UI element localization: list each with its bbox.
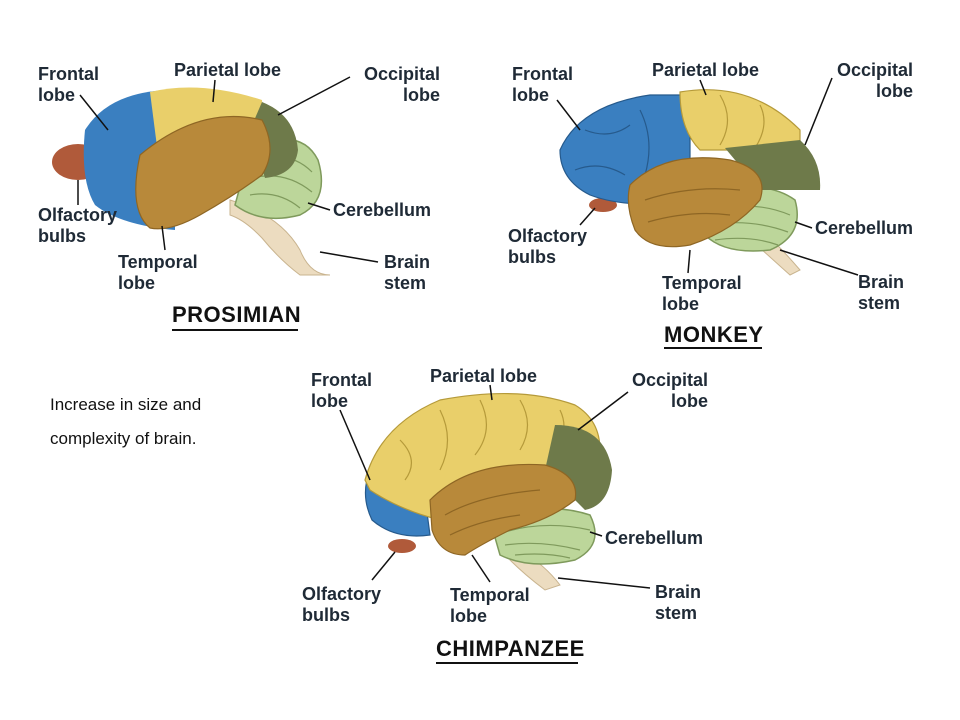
monkey-label-parietal-lobe: Parietal lobe bbox=[652, 60, 760, 80]
monkey-title: MONKEY bbox=[664, 322, 764, 347]
chimpanzee-title: CHIMPANZEE bbox=[436, 636, 585, 661]
prosimian-title: PROSIMIAN bbox=[172, 302, 302, 327]
prosimian-label-cerebellum: Cerebellum bbox=[333, 200, 432, 220]
prosimian-temporal-shape bbox=[135, 115, 271, 230]
chimpanzee-label-brain-stem: Brain stem bbox=[655, 582, 702, 623]
prosimian-stem-shape bbox=[229, 199, 331, 276]
prosimian-title-underline bbox=[172, 329, 298, 331]
chimpanzee-label-frontal-lobe: Frontal lobe bbox=[311, 370, 372, 411]
prosimian-label-olfactory-bulbs: Olfactory bulbs bbox=[38, 205, 118, 246]
chimpanzee-label-parietal-lobe: Parietal lobe bbox=[430, 366, 538, 386]
chimpanzee-label-temporal-lobe: Temporal lobe bbox=[450, 585, 530, 626]
caption-line-1: Increase in size and bbox=[50, 395, 202, 414]
prosimian-label-parietal-lobe: Parietal lobe bbox=[174, 60, 282, 80]
prosimian-label-temporal-lobe: Temporal lobe bbox=[118, 252, 198, 293]
monkey-label-occipital-lobe: Occipital lobe bbox=[836, 60, 913, 101]
monkey-label-frontal-lobe: Frontal lobe bbox=[512, 64, 573, 105]
chimpanzee-label-occipital-lobe: Occipital lobe bbox=[631, 370, 708, 411]
chimpanzee-label-cerebellum: Cerebellum bbox=[605, 528, 704, 548]
prosimian-label-occipital-lobe: Occipital lobe bbox=[363, 64, 440, 105]
monkey-label-cerebellum: Cerebellum bbox=[815, 218, 914, 238]
monkey-label-brain-stem: Brain stem bbox=[858, 272, 905, 313]
caption-line-2: complexity of brain. bbox=[50, 429, 197, 448]
monkey-title-underline bbox=[664, 347, 762, 349]
prosimian-label-brain-stem: Brain stem bbox=[384, 252, 431, 293]
chimpanzee-title-underline bbox=[436, 662, 578, 664]
chimpanzee-label-olfactory-bulbs: Olfactory bulbs bbox=[302, 584, 382, 625]
monkey-label-temporal-lobe: Temporal lobe bbox=[662, 273, 742, 314]
prosimian-label-frontal-lobe: Frontal lobe bbox=[38, 64, 99, 105]
monkey-label-olfactory-bulbs: Olfactory bulbs bbox=[508, 226, 588, 267]
